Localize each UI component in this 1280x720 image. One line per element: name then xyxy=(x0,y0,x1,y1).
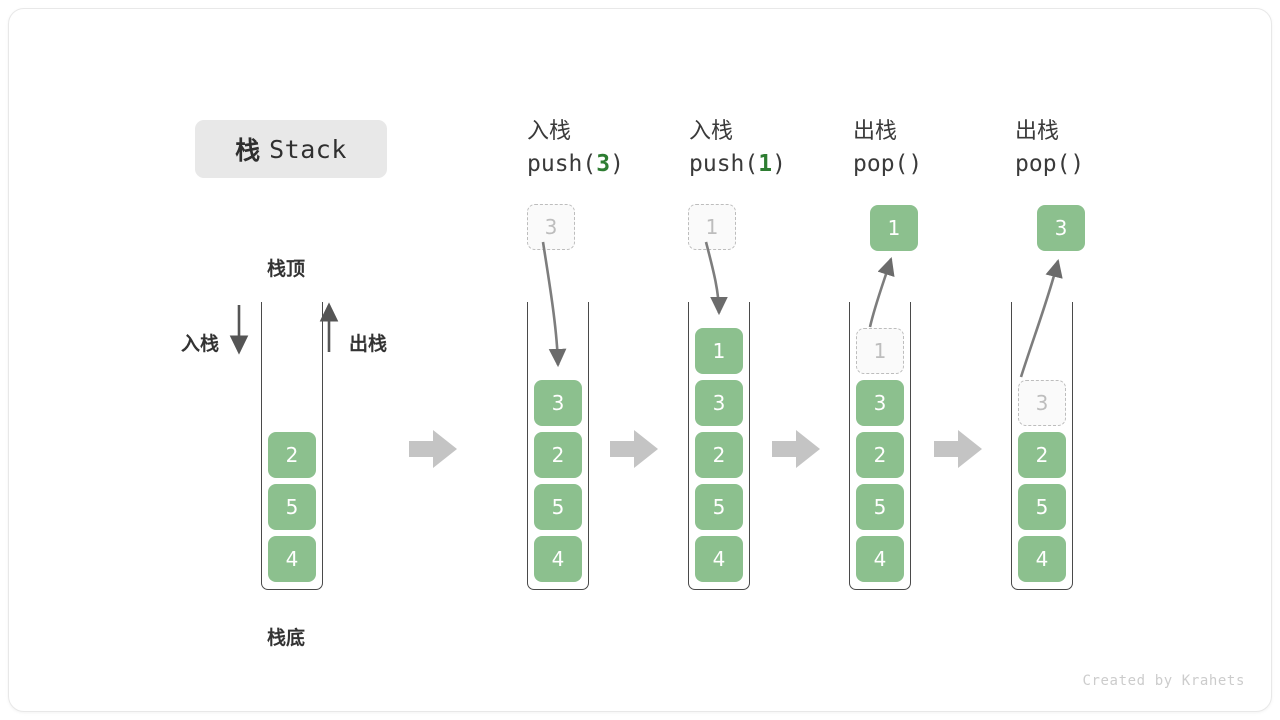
stack-cell: 2 xyxy=(1018,432,1066,478)
op-header-push-3: 入栈 push(3) xyxy=(527,117,624,181)
popped-value-box: 3 xyxy=(1037,205,1085,251)
stack-cell-removed: 1 xyxy=(856,328,904,374)
transition-arrow xyxy=(409,430,457,468)
stack-cell: 2 xyxy=(268,432,316,478)
op-label-code: pop() xyxy=(853,147,922,181)
op-code-suffix: ) xyxy=(908,151,923,177)
op-code-suffix: ) xyxy=(1070,151,1085,177)
op-label-cn: 入栈 xyxy=(689,119,734,144)
stack-cell: 2 xyxy=(856,432,904,478)
stack-cell: 2 xyxy=(534,432,582,478)
stack-cell: 4 xyxy=(534,536,582,582)
transition-arrow xyxy=(934,430,982,468)
transition-arrow xyxy=(610,430,658,468)
stack-cell: 1 xyxy=(695,328,743,374)
stack-cell: 5 xyxy=(856,484,904,530)
stack-cell: 2 xyxy=(695,432,743,478)
arrow-overlay xyxy=(229,241,1063,468)
op-code-suffix: ) xyxy=(610,151,624,177)
stack-frame xyxy=(1011,302,1073,590)
stack-bottom-label: 栈底 xyxy=(267,627,306,649)
op-label-cn: 出栈 xyxy=(1015,119,1060,144)
pop-direction-label: 出栈 xyxy=(349,333,388,355)
stack-cell: 5 xyxy=(268,484,316,530)
stack-cell: 3 xyxy=(856,380,904,426)
footer-credit: Created by Krahets xyxy=(1082,673,1245,689)
diagram-title-badge: 栈 Stack xyxy=(195,120,387,178)
diagram-card: 栈 Stack 栈顶 栈底 入栈 出栈 2 5 4 入栈 push(3) 3 3… xyxy=(8,8,1272,712)
push-direction-label: 入栈 xyxy=(181,333,220,355)
incoming-value-box: 3 xyxy=(527,204,575,250)
stack-cell: 4 xyxy=(695,536,743,582)
incoming-value-box: 1 xyxy=(688,204,736,250)
stack-frame xyxy=(849,302,911,590)
stack-cell: 5 xyxy=(1018,484,1066,530)
op-label-code: push(1) xyxy=(689,147,786,181)
stack-cell: 4 xyxy=(1018,536,1066,582)
op-code-suffix: ) xyxy=(772,151,786,177)
op-code-arg: 3 xyxy=(596,151,611,177)
title-en: Stack xyxy=(269,134,347,164)
op-label-cn: 入栈 xyxy=(527,119,572,144)
op-code-prefix: push( xyxy=(689,151,759,177)
op-label-cn: 出栈 xyxy=(853,119,898,144)
op-label-code: pop() xyxy=(1015,147,1084,181)
stack-cell: 3 xyxy=(534,380,582,426)
stack-frame xyxy=(261,302,323,590)
op-code-arg: 1 xyxy=(758,151,773,177)
op-code-prefix: pop( xyxy=(1015,151,1071,177)
transition-arrow xyxy=(772,430,820,468)
title-cn: 栈 xyxy=(235,136,261,165)
op-header-push-1: 入栈 push(1) xyxy=(689,117,786,181)
op-header-pop-3: 出栈 pop() xyxy=(1015,117,1084,181)
stack-cell: 3 xyxy=(695,380,743,426)
stack-cell: 4 xyxy=(268,536,316,582)
stack-cell: 5 xyxy=(695,484,743,530)
stack-cell: 4 xyxy=(856,536,904,582)
stack-top-label: 栈顶 xyxy=(267,258,306,280)
popped-value-box: 1 xyxy=(870,205,918,251)
stack-frame xyxy=(688,302,750,590)
op-code-prefix: pop( xyxy=(853,151,909,177)
op-label-code: push(3) xyxy=(527,147,624,181)
stack-frame xyxy=(527,302,589,590)
stack-cell: 5 xyxy=(534,484,582,530)
op-code-prefix: push( xyxy=(527,151,597,177)
stack-cell-removed: 3 xyxy=(1018,380,1066,426)
op-header-pop-1: 出栈 pop() xyxy=(853,117,922,181)
